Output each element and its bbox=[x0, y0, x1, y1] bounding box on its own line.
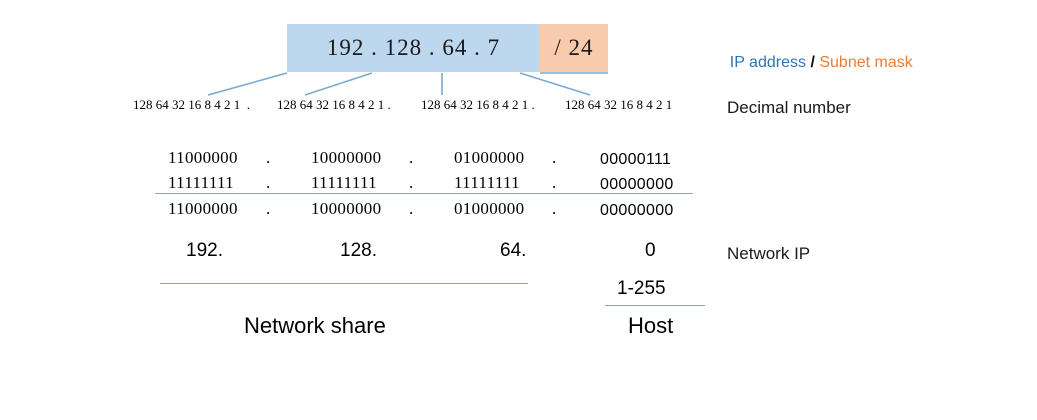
binary-ip-dot-2: . bbox=[409, 148, 414, 167]
legend-ip-subnet: IP address / Subnet mask bbox=[712, 36, 913, 90]
bit-weights-row: 128 64 32 16 8 4 2 1 . 128 64 32 16 8 4 … bbox=[133, 97, 711, 113]
host-caption: Host bbox=[628, 313, 674, 338]
decimal-octet-4: 0 bbox=[645, 240, 656, 261]
ip-address-text: 192 . 128 . 64 . 7 bbox=[326, 35, 501, 60]
bit-weights-octet-4: 128 64 32 16 8 4 2 1 bbox=[565, 97, 673, 112]
binary-mask-dot-2: . bbox=[409, 173, 414, 192]
binary-mask-dot-1: . bbox=[266, 173, 271, 192]
network-share-caption: Network share bbox=[244, 313, 386, 338]
binary-network-octet-2: 10000000 bbox=[311, 199, 382, 218]
binary-ip-octet-1: 11000000 bbox=[168, 148, 238, 167]
host-rule bbox=[605, 305, 705, 306]
decimal-octet-3: 64. bbox=[500, 240, 527, 261]
binary-network-dot-1: . bbox=[266, 199, 271, 218]
bit-weights-octet-3: 128 64 32 16 8 4 2 1 . bbox=[421, 97, 535, 112]
label-decimal-number: Decimal number bbox=[727, 98, 851, 117]
binary-mask-octet-3: 11111111 bbox=[454, 173, 520, 192]
binary-network-octet-1: 11000000 bbox=[168, 199, 238, 218]
binary-network-dot-3: . bbox=[552, 199, 557, 218]
legend-separator: / bbox=[810, 54, 815, 71]
label-network-ip: Network IP bbox=[727, 244, 811, 263]
bit-weights-octet-1: 128 64 32 16 8 4 2 1 . bbox=[133, 97, 250, 112]
subnet-mask-field: / 24 bbox=[540, 24, 608, 72]
legend-ip-address-label: IP address bbox=[729, 54, 806, 71]
binary-row-mask: 11111111 . 11111111 . 11111111 . 0000000… bbox=[168, 173, 713, 197]
binary-mask-octet-1: 11111111 bbox=[168, 173, 234, 192]
decimal-result-row: 192. 128. 64. 0 bbox=[168, 240, 713, 266]
cidr-prefix-text: / 24 bbox=[554, 35, 594, 60]
connector-octet-1 bbox=[207, 72, 288, 96]
network-share-rule bbox=[160, 283, 528, 284]
decimal-octet-1: 192. bbox=[186, 240, 223, 261]
binary-row-network: 11000000 . 10000000 . 01000000 . 0000000… bbox=[168, 199, 713, 223]
binary-ip-octet-4: 00000111 bbox=[600, 151, 672, 168]
ip-address-field: 192 . 128 . 64 . 7 bbox=[287, 24, 540, 72]
binary-ip-dot-1: . bbox=[266, 148, 271, 167]
binary-mask-dot-3: . bbox=[552, 173, 557, 192]
mask-divider-rule bbox=[155, 193, 693, 194]
ip-address-box: 192 . 128 . 64 . 7 / 24 bbox=[287, 24, 608, 72]
decimal-octet-2: 128. bbox=[340, 240, 377, 261]
binary-network-octet-4: 00000000 bbox=[600, 202, 674, 219]
host-range-text: 1-255 bbox=[617, 278, 666, 299]
binary-network-dot-2: . bbox=[409, 199, 414, 218]
bit-weights-octet-2: 128 64 32 16 8 4 2 1 . bbox=[277, 97, 391, 112]
binary-ip-dot-3: . bbox=[552, 148, 557, 167]
binary-network-octet-3: 01000000 bbox=[454, 199, 525, 218]
binary-row-ip: 11000000 . 10000000 . 01000000 . 0000011… bbox=[168, 148, 713, 172]
connector-octet-2 bbox=[304, 72, 373, 96]
binary-ip-octet-2: 10000000 bbox=[311, 148, 382, 167]
binary-ip-octet-3: 01000000 bbox=[454, 148, 525, 167]
binary-mask-octet-2: 11111111 bbox=[311, 173, 377, 192]
binary-mask-octet-4: 00000000 bbox=[600, 176, 674, 193]
legend-subnet-mask-label: Subnet mask bbox=[819, 54, 913, 71]
connector-octet-4 bbox=[519, 72, 591, 96]
